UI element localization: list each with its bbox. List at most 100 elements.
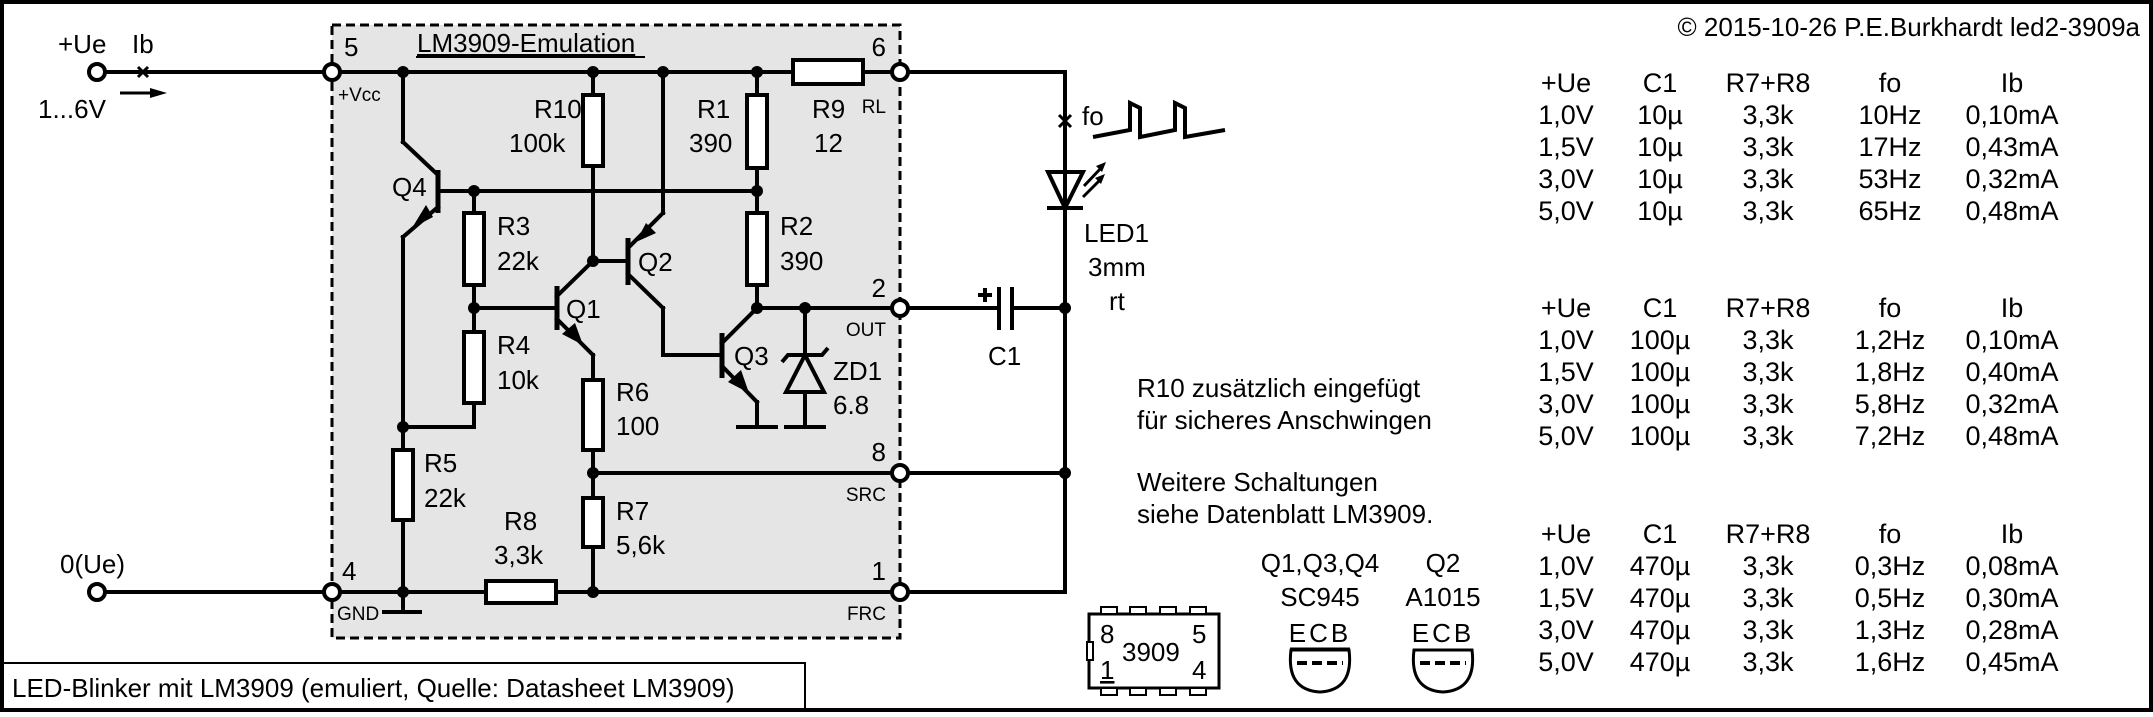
- table-cell: 0,48mA: [1965, 196, 2058, 226]
- table-cell: 3,3k: [1742, 551, 1794, 581]
- table-cell: 3,3k: [1742, 164, 1794, 194]
- resistor-r1: [745, 93, 769, 170]
- pin-1[interactable]: [890, 582, 910, 602]
- pin-2-name: OUT: [846, 320, 887, 341]
- terminal-ground[interactable]: [87, 582, 107, 602]
- dip-label: 3909: [1122, 637, 1180, 667]
- table-cell: 0,08mA: [1965, 551, 2058, 581]
- r1-value: 390: [689, 128, 732, 158]
- table-cell: 100µ: [1630, 357, 1691, 387]
- ib-marker: [120, 65, 167, 98]
- table-header-cell: +Ue: [1541, 68, 1591, 98]
- table-cell: 3,3k: [1742, 389, 1794, 419]
- table-cell: 3,0V: [1538, 164, 1594, 194]
- led1-name: LED1: [1084, 218, 1149, 248]
- table-header-cell: +Ue: [1541, 519, 1591, 549]
- table-cell: 3,3k: [1742, 325, 1794, 355]
- pin-8[interactable]: [890, 463, 910, 483]
- table-cell: 53Hz: [1858, 164, 1921, 194]
- table-cell: 0,32mA: [1965, 164, 2058, 194]
- table-cell: 470µ: [1630, 615, 1691, 645]
- table-cell: 3,3k: [1742, 357, 1794, 387]
- table-cell: 0,28mA: [1965, 615, 2058, 645]
- table-cell: 0,45mA: [1965, 647, 2058, 677]
- table-cell: 0,30mA: [1965, 583, 2058, 613]
- table-cell: 0,48mA: [1965, 421, 2058, 451]
- table-cell: 1,5V: [1538, 357, 1594, 387]
- r6-value: 100: [616, 411, 659, 441]
- table-header-cell: fo: [1879, 293, 1902, 323]
- table-cell: 10Hz: [1858, 100, 1921, 130]
- voltage-range-label: 1...6V: [38, 94, 107, 124]
- table-cell: 100µ: [1630, 421, 1691, 451]
- table-cell: 0,40mA: [1965, 357, 2058, 387]
- table-header-cell: Ib: [2001, 68, 2024, 98]
- r5-value: 22k: [424, 483, 467, 513]
- table-cell: 0,10mA: [1965, 325, 2058, 355]
- q4-emitter-arrow: [412, 205, 433, 228]
- table-cell: 5,0V: [1538, 647, 1594, 677]
- zener-diode-zd1: [780, 346, 830, 394]
- r8-name: R8: [504, 506, 537, 536]
- r10-name: R10: [534, 94, 582, 124]
- table-header-cell: fo: [1879, 519, 1902, 549]
- zd1-name: ZD1: [833, 356, 882, 386]
- resistor-r9: [791, 58, 865, 86]
- terminal-plus-ue[interactable]: [87, 62, 107, 82]
- pin-8-name: SRC: [846, 485, 886, 506]
- r5-name: R5: [424, 448, 457, 478]
- dip-pin-1: 1: [1100, 655, 1114, 685]
- table-header-cell: C1: [1643, 68, 1678, 98]
- table-cell: 3,3k: [1742, 421, 1794, 451]
- r7-value: 5,6k: [616, 530, 666, 560]
- r4-name: R4: [497, 330, 530, 360]
- table-cell: 0,10mA: [1965, 100, 2058, 130]
- table-cell: 3,3k: [1742, 647, 1794, 677]
- table-cell: 1,5V: [1538, 583, 1594, 613]
- capacitor-c1: [978, 287, 1014, 330]
- fo-waveform: [1057, 99, 1226, 140]
- to92a-type: SC945: [1280, 582, 1360, 612]
- pin-6-number: 6: [872, 32, 886, 62]
- table-cell: 17Hz: [1858, 132, 1921, 162]
- r4-value: 10k: [497, 365, 540, 395]
- table-cell: 3,3k: [1742, 615, 1794, 645]
- table-cell: 470µ: [1630, 647, 1691, 677]
- ib-label: Ib: [132, 29, 154, 59]
- pin-6[interactable]: [890, 62, 910, 82]
- table-header-cell: R7+R8: [1726, 293, 1811, 323]
- table-header-cell: Ib: [2001, 519, 2024, 549]
- table-cell: 65Hz: [1858, 196, 1921, 226]
- table-header-cell: +Ue: [1541, 293, 1591, 323]
- led-icon: [1044, 162, 1106, 213]
- resistor-r2: [745, 211, 769, 287]
- q4-name: Q4: [392, 172, 427, 202]
- table-cell: 470µ: [1630, 583, 1691, 613]
- transistors: [412, 170, 749, 393]
- to92-package-icon: [1411, 648, 1475, 694]
- dip-pin-5: 5: [1192, 619, 1206, 649]
- pin-6-name: RL: [862, 97, 886, 118]
- table-cell: 1,5V: [1538, 132, 1594, 162]
- pin-2[interactable]: [890, 298, 910, 318]
- table-cell: 100µ: [1630, 389, 1691, 419]
- table-cell: 3,0V: [1538, 615, 1594, 645]
- note-line-2: für sicheres Anschwingen: [1137, 405, 1432, 435]
- caption-text: LED-Blinker mit LM3909 (emuliert, Quelle…: [12, 673, 735, 703]
- r6-name: R6: [616, 377, 649, 407]
- q2-emitter-arrow: [636, 223, 656, 242]
- pin-5[interactable]: [322, 62, 342, 82]
- ic-title: LM3909-Emulation: [417, 28, 635, 58]
- resistor-r4: [462, 330, 486, 405]
- table-cell: 10µ: [1637, 164, 1683, 194]
- r9-name: R9: [812, 94, 845, 124]
- table-cell: 3,3k: [1742, 100, 1794, 130]
- r2-value: 390: [780, 246, 823, 276]
- table-cell: 1,8Hz: [1855, 357, 1926, 387]
- pin-4[interactable]: [322, 582, 342, 602]
- resistor-r7: [581, 496, 605, 549]
